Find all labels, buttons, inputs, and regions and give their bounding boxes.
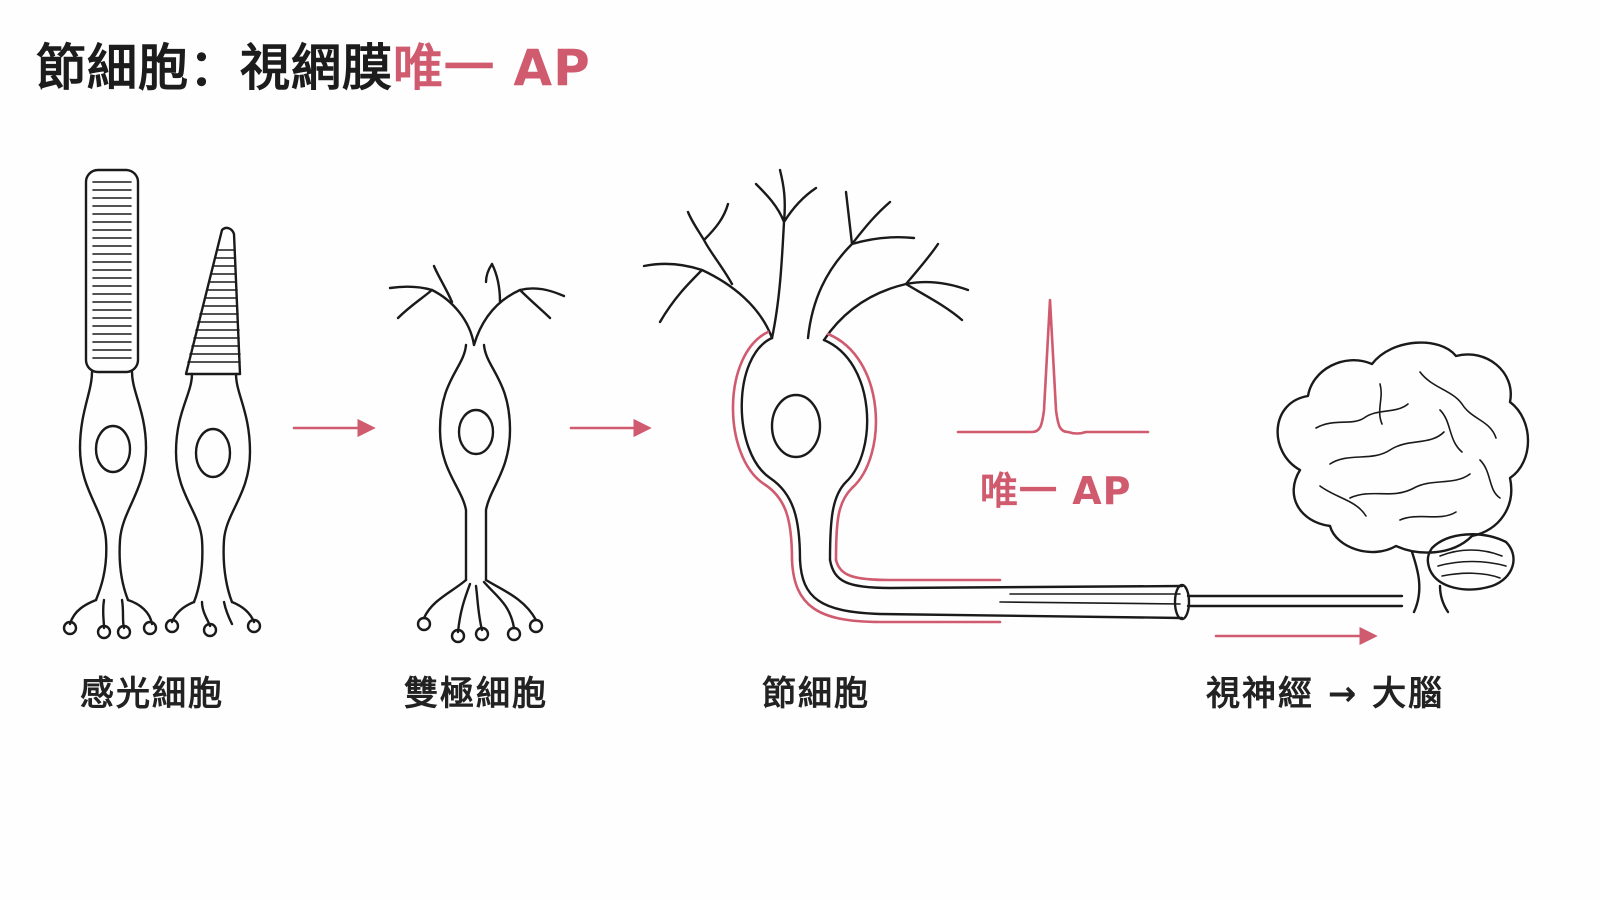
cone-cell bbox=[164, 226, 262, 638]
cone-disc-stack bbox=[187, 249, 241, 363]
bipolar-dendrites bbox=[388, 262, 566, 347]
label-bipolar: 雙極細胞 bbox=[404, 674, 548, 714]
rod-nucleus bbox=[94, 424, 132, 474]
ganglion-soma bbox=[731, 330, 878, 562]
brain-icon bbox=[1276, 341, 1530, 614]
title-accent: 唯一 AP bbox=[393, 39, 591, 97]
bipolar-nucleus bbox=[457, 408, 495, 456]
cerebellum bbox=[1426, 533, 1515, 591]
ganglion-cell bbox=[642, 168, 1191, 624]
title-main: 節細胞：視網膜 bbox=[36, 39, 393, 97]
ganglion-dendrites bbox=[642, 168, 970, 342]
cone-synaptic-terminals bbox=[164, 600, 262, 638]
ganglion-nucleus bbox=[770, 393, 822, 459]
ganglion-axon bbox=[790, 558, 1191, 624]
label-photoreceptor: 感光細胞 bbox=[80, 674, 224, 714]
rod-cell bbox=[62, 168, 158, 640]
brain-stem bbox=[1410, 550, 1450, 614]
bipolar-cell bbox=[388, 262, 566, 644]
rod-synaptic-terminals bbox=[62, 598, 158, 640]
cone-nucleus bbox=[194, 427, 232, 479]
action-potential-trace bbox=[956, 298, 1150, 435]
label-optic-nerve-brain: 視神經 → 大腦 bbox=[1206, 674, 1445, 714]
label-ganglion: 節細胞 bbox=[762, 674, 870, 714]
bipolar-axon-terminals bbox=[416, 578, 544, 644]
action-potential-label: 唯一 AP bbox=[980, 469, 1132, 513]
rod-disc-stack bbox=[92, 181, 132, 359]
page-title: 節細胞：視網膜唯一 AP bbox=[36, 28, 591, 100]
